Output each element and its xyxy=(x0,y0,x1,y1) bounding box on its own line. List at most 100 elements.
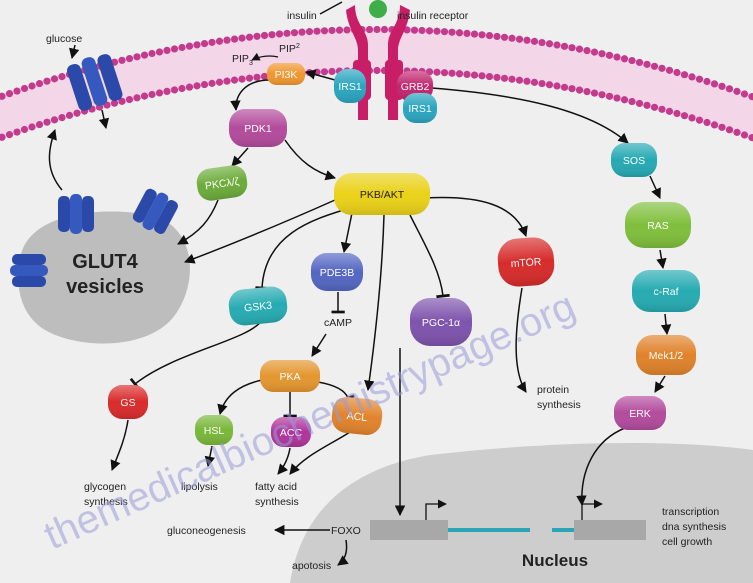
membrane-lipid-head xyxy=(665,66,674,74)
membrane-lipid-head xyxy=(688,114,696,122)
protein-synthesis-line2: synthesis xyxy=(537,399,581,411)
glut-transporter-vesicle-right xyxy=(132,188,178,234)
membrane-lipid-head xyxy=(478,72,486,80)
membrane-lipid-head xyxy=(643,60,651,68)
membrane-lipid-head xyxy=(440,28,449,36)
membrane-lipid-head xyxy=(35,120,44,129)
membrane-lipid-head xyxy=(5,90,14,98)
node-ras: RAS xyxy=(625,202,691,248)
node-gloss xyxy=(614,396,666,430)
membrane-lipid-head xyxy=(200,80,209,89)
membrane-lipid-head xyxy=(35,79,44,88)
membrane-lipid-head xyxy=(493,32,501,41)
membrane-lipid-head xyxy=(710,121,719,129)
node-gloss xyxy=(195,415,233,445)
node-pdk1: PDK1 xyxy=(229,109,287,147)
camp-label: cAMP xyxy=(324,317,352,329)
node-erk: ERK xyxy=(614,396,666,430)
node-gloss xyxy=(271,417,311,447)
membrane-lipid-head xyxy=(560,83,569,91)
node-label: ERK xyxy=(629,408,651,420)
membrane-lipid-head xyxy=(553,41,561,49)
node-sos: SOS xyxy=(611,143,657,177)
membrane-lipid-head xyxy=(185,42,194,50)
node-gloss xyxy=(334,69,366,103)
membrane-lipid-head xyxy=(643,101,651,109)
membrane-lipid-head xyxy=(613,53,621,61)
node-label: IRS1 xyxy=(408,103,432,115)
node-pi3k: PI3K xyxy=(267,63,305,85)
membrane-lipid-head xyxy=(305,28,314,36)
node-pkc: PKCλ/ζ xyxy=(196,165,248,201)
membrane-lipid-head xyxy=(253,73,261,81)
node-label: HSL xyxy=(204,425,225,437)
membrane-lipid-head xyxy=(58,72,66,81)
membrane-lipid-head xyxy=(410,26,419,34)
node-hsl: HSL xyxy=(195,415,233,445)
membrane-lipid-head xyxy=(110,99,119,107)
membrane-lipid-head xyxy=(545,81,554,89)
membrane-lipid-head xyxy=(500,33,509,41)
node-label: Mek1/2 xyxy=(649,350,684,362)
node-label: PI3K xyxy=(275,69,298,81)
glut-transporter-vesicle-left xyxy=(58,194,94,234)
node-craf: c-Raf xyxy=(632,270,700,312)
membrane-lipid-head xyxy=(28,123,36,131)
node-label: IRS1 xyxy=(338,81,362,93)
membrane-lipid-head xyxy=(20,125,29,134)
membrane-lipid-head xyxy=(0,92,6,100)
membrane-lipid-head xyxy=(215,78,224,86)
membrane-lipid-head xyxy=(373,25,381,34)
node-gloss xyxy=(267,63,305,85)
node-irs1-left: IRS1 xyxy=(334,69,366,103)
membrane-lipid-head xyxy=(125,95,134,104)
membrane-lipid-head xyxy=(688,73,696,81)
membrane-lipid-head xyxy=(725,85,734,93)
node-mtor: mTOR xyxy=(497,237,555,287)
membrane-lipid-head xyxy=(448,28,456,36)
membrane-lipid-head xyxy=(493,73,501,82)
node-gloss xyxy=(334,173,430,215)
insulin-label: insulin xyxy=(287,10,317,22)
membrane-lipid-head xyxy=(515,35,524,43)
node-gloss xyxy=(260,360,320,392)
glut4-vesicle: GLUT4 vesicles xyxy=(18,211,190,344)
fatty-acid-line1: fatty acid xyxy=(255,481,297,493)
membrane-lipid-head xyxy=(373,66,381,75)
membrane-lipid-head xyxy=(553,82,561,90)
nucleus-label: Nucleus xyxy=(522,551,588,570)
membrane-lipid-head xyxy=(515,76,524,84)
cell-growth-label: cell growth xyxy=(662,536,712,548)
membrane-lipid-head xyxy=(680,112,689,120)
membrane-lipid-head xyxy=(230,76,239,84)
membrane-lipid-head xyxy=(425,27,434,35)
membrane-lipid-head xyxy=(628,97,636,106)
membrane-lipid-head xyxy=(133,53,141,61)
membrane-lipid-head xyxy=(50,75,59,83)
membrane-lipid-head xyxy=(118,97,126,105)
membrane-lipid-head xyxy=(635,58,644,67)
node-pka: PKA xyxy=(260,360,320,392)
membrane-lipid-head xyxy=(650,103,659,111)
membrane-lipid-head xyxy=(725,126,734,134)
membrane-lipid-head xyxy=(575,45,584,53)
gluconeogenesis-label: gluconeogenesis xyxy=(167,525,246,537)
membrane-lipid-head xyxy=(170,86,179,94)
membrane-lipid-head xyxy=(740,131,749,139)
membrane-lipid-head xyxy=(260,31,269,40)
membrane-lipid-head xyxy=(313,27,321,35)
membrane-lipid-head xyxy=(620,55,629,63)
membrane-lipid-head xyxy=(590,48,599,56)
gene-left xyxy=(370,499,530,540)
membrane-lipid-head xyxy=(598,91,606,99)
membrane-lipid-head xyxy=(418,26,426,35)
membrane-lipid-head xyxy=(748,134,753,142)
membrane-lipid-head xyxy=(560,42,569,50)
membrane-lipid-head xyxy=(485,72,494,81)
dna-synthesis-label: dna synthesis xyxy=(662,521,726,533)
membrane-lipid-head xyxy=(298,28,306,36)
membrane-lipid-head xyxy=(733,87,741,95)
apotosis-label: apotosis xyxy=(292,560,331,572)
glut-transporter-vesicle-bottom xyxy=(10,254,48,287)
glucose-label: glucose xyxy=(46,33,82,45)
